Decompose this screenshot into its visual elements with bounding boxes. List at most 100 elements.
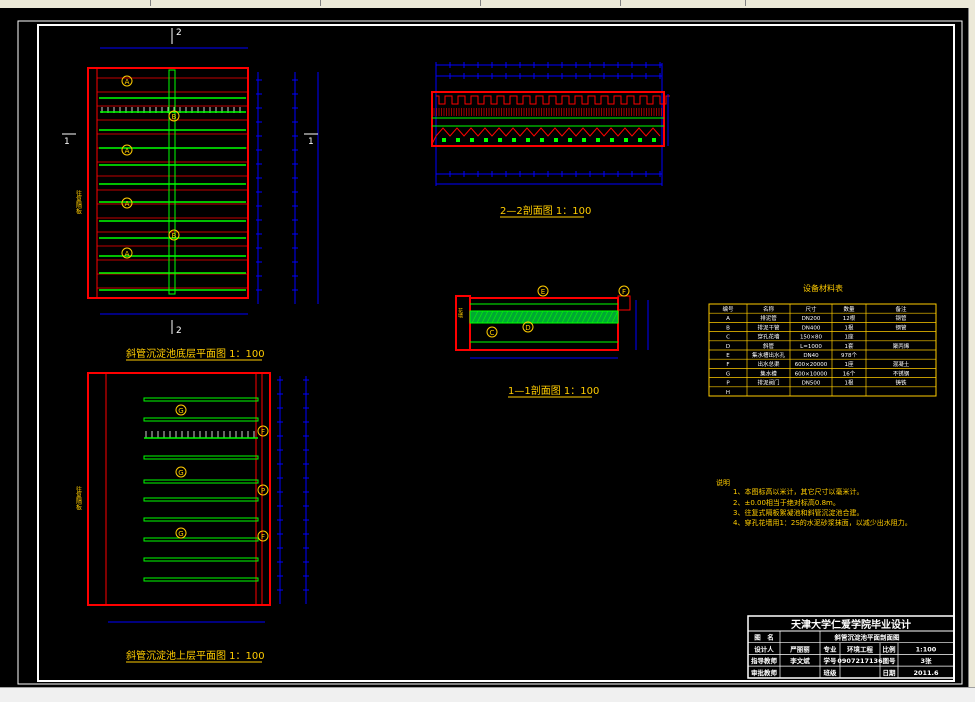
- item-marker-circle: [121, 247, 133, 259]
- table-cell: L=1000: [800, 344, 822, 350]
- sludge-pipe-section: [456, 138, 460, 142]
- tube-hatch: [491, 310, 499, 324]
- cut-label: 1: [64, 137, 70, 147]
- sludge-pipe-section: [582, 138, 586, 142]
- side-note: 花墙: [457, 307, 463, 319]
- sludge-pipe-section: [568, 138, 572, 142]
- title-block-cell: 学号: [824, 656, 838, 665]
- table-cell: 排泥阀门: [757, 379, 779, 387]
- table-cell: DN400: [802, 325, 821, 331]
- section11-title: 1—1剖面图 1：100: [508, 384, 599, 397]
- table-cell: 12根: [843, 314, 856, 322]
- tank-wall: [87, 372, 271, 606]
- item-marker-label: G: [178, 469, 183, 477]
- item-marker-circle: [175, 404, 187, 416]
- school-name: 天津大学仁爱学院毕业设计: [791, 618, 911, 631]
- item-marker-circle: [168, 110, 180, 122]
- item-marker-label: F: [622, 288, 626, 296]
- item-marker-label: A: [125, 200, 130, 208]
- tube-hatch: [476, 310, 484, 324]
- table-cell: 混凝土: [893, 360, 910, 368]
- toolbar-segment[interactable]: [620, 0, 746, 6]
- title-block-cell: 班级: [824, 668, 838, 677]
- table-cell: 150×80: [800, 335, 823, 341]
- note-item: 4、穿孔花墙用1：2S的水泥砂浆抹面，以减少出水阻力。: [733, 518, 912, 527]
- table-cell: 1根: [845, 379, 854, 387]
- table-cell: G: [726, 371, 730, 377]
- item-marker-label: A: [125, 78, 130, 86]
- tube-hatch: [591, 310, 599, 324]
- table-cell: 钢管: [895, 314, 907, 322]
- plan-upper: 往复隔板: [75, 372, 309, 623]
- tube-hatch: [471, 310, 479, 324]
- collection-trough: [143, 497, 259, 502]
- note-item: 1、本图标高以米计，其它尺寸以毫米计。: [733, 487, 863, 496]
- item-marker-label: E: [541, 288, 545, 296]
- status-strip: [0, 687, 975, 702]
- toolbar-segment[interactable]: [150, 0, 321, 6]
- table-cell: H: [726, 390, 730, 396]
- tube-hatch: [566, 310, 574, 324]
- outlet-channel: [617, 295, 631, 311]
- section-wall: [469, 297, 619, 351]
- sludge-pipe-section: [512, 138, 516, 142]
- section-2-2: [431, 62, 670, 186]
- tube-hatch: [556, 310, 564, 324]
- tube-hatch: [536, 310, 544, 324]
- item-marker-label: P: [261, 487, 265, 495]
- collection-troughs: [436, 95, 670, 105]
- toolbar-segment[interactable]: [0, 0, 151, 6]
- tube-hatch: [571, 310, 579, 324]
- item-marker-circle: [522, 321, 534, 333]
- table-cell: 铸铁: [895, 379, 907, 387]
- sludge-pipe-section: [554, 138, 558, 142]
- plan-lower-title: 斜管沉淀池底层平面图 1：100: [126, 347, 265, 360]
- toolbar-segment[interactable]: [320, 0, 481, 6]
- tube-hatch: [601, 310, 609, 324]
- item-marker-circle: [168, 229, 180, 241]
- collection-trough: [143, 577, 259, 582]
- title-block-cell: 日期: [883, 668, 897, 677]
- item-marker-label: B: [172, 113, 177, 121]
- title-block-cell: 比例: [883, 644, 897, 653]
- item-marker-circle: [175, 527, 187, 539]
- table-cell: DN200: [802, 316, 821, 322]
- section-wall: [455, 295, 471, 351]
- title-block-cell: 图 名: [754, 633, 774, 642]
- item-marker-circle: [121, 75, 133, 87]
- table-cell: 排泥管: [760, 314, 777, 322]
- tube-hatch: [581, 310, 589, 324]
- item-marker-label: A: [125, 250, 130, 258]
- title-block-cell: 斜管沉淀池平面剖面图: [834, 633, 901, 642]
- item-marker-label: G: [178, 530, 183, 538]
- item-marker-label: F: [261, 428, 265, 436]
- item-marker-circle: [121, 197, 133, 209]
- table-cell: DN500: [802, 381, 821, 387]
- sludge-pipe-section: [484, 138, 488, 142]
- tube-hatch: [541, 310, 549, 324]
- sludge-pipe-section: [498, 138, 502, 142]
- collection-trough: [143, 479, 259, 484]
- title-block-cell: 图号: [883, 656, 897, 665]
- title-block-cell: 2011.6: [913, 669, 939, 677]
- plan-upper-title: 斜管沉淀池上层平面图 1：100: [126, 649, 265, 662]
- vertical-scrollbar[interactable]: [968, 8, 975, 687]
- toolbar-segment[interactable]: [480, 0, 621, 6]
- table-cell: 978个: [841, 352, 857, 359]
- tube-hatch: [576, 310, 584, 324]
- item-marker-label: B: [172, 232, 177, 240]
- table-cell: A: [726, 316, 730, 322]
- sheet-outer-frame: [17, 20, 963, 685]
- table-cell: E: [726, 353, 730, 359]
- tube-hatch: [546, 310, 554, 324]
- cut-label: 2: [176, 28, 182, 38]
- table-cell: 穿孔花墙: [757, 333, 780, 341]
- side-note: 往复隔板: [75, 485, 82, 511]
- collection-trough: [143, 557, 259, 562]
- tube-settler: [469, 310, 619, 324]
- tube-hatch: [561, 310, 569, 324]
- table-cell: 出水总渠: [757, 360, 780, 368]
- collection-trough: [143, 537, 259, 542]
- collection-trough: [143, 517, 259, 522]
